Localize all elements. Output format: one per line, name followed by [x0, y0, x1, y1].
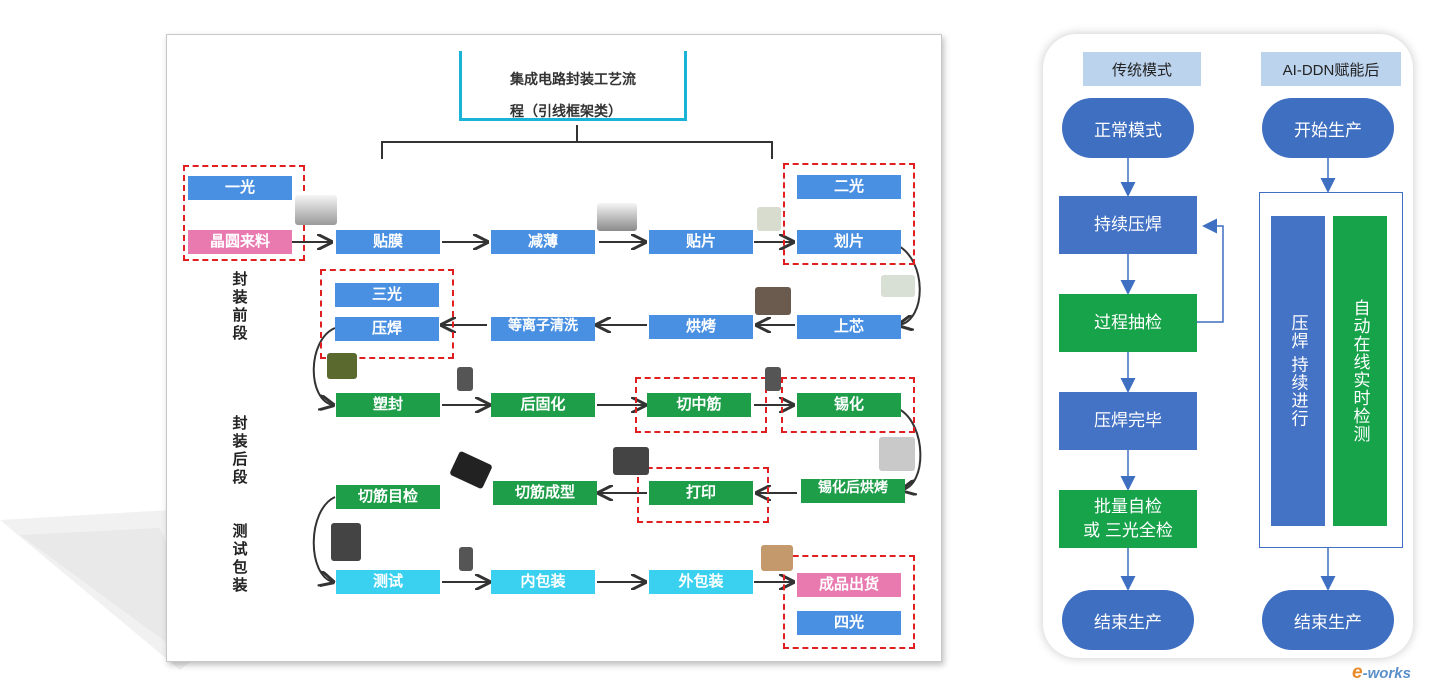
process-flow-panel: 集成电路封装工艺流 程（引线框架类）	[166, 34, 942, 662]
step-sampling-inspection: 过程抽检	[1059, 294, 1197, 352]
end-production-left: 结束生产	[1062, 590, 1194, 650]
box-thumbnail	[761, 545, 793, 571]
die-thumbnail	[881, 275, 915, 297]
step-continuous-bonding: 持续压焊	[1059, 196, 1197, 254]
step-xihua: 锡化	[797, 393, 901, 417]
step-jingyuan: 晶圆来料	[188, 230, 292, 254]
step-tiepian: 贴片	[649, 230, 753, 254]
step-sanguang: 三光	[335, 283, 439, 307]
flow-title-line1: 集成电路封装工艺流	[510, 71, 636, 87]
inspect-group-4	[783, 555, 915, 649]
stage-label-test: 测试包装	[232, 523, 248, 594]
tray-thumbnail	[331, 523, 361, 561]
step-xihuahou: 锡化后烘烤	[801, 479, 905, 503]
step-huapian: 划片	[797, 230, 901, 254]
concurrent-process-frame	[1259, 192, 1403, 548]
flow-title-line2: 程（引线框架类）	[510, 103, 622, 119]
step-qiezhongjin: 切中筋	[647, 393, 751, 417]
batch-inspection-line1: 批量自检	[1094, 497, 1162, 516]
step-hongkao: 烘烤	[649, 315, 753, 339]
leadframe-thumbnail	[879, 437, 915, 471]
chip-thumbnail	[765, 367, 781, 391]
inspect-group-tin	[781, 377, 915, 433]
equipment-thumbnail	[295, 195, 337, 225]
step-erguang: 二光	[797, 175, 901, 199]
step-hougu: 后固化	[491, 393, 595, 417]
step-hanya: 压焊	[335, 317, 439, 341]
step-siguang: 四光	[797, 611, 901, 635]
step-chengpin: 成品出货	[797, 573, 901, 597]
step-dengli: 等离子清洗	[491, 317, 595, 341]
chip-thumbnail	[327, 353, 357, 379]
step-jianbao: 减薄	[491, 230, 595, 254]
step-tiemo: 贴膜	[336, 230, 440, 254]
eworks-logo: e-works	[1352, 662, 1411, 683]
flow-title-box: 集成电路封装工艺流 程（引线框架类）	[459, 51, 687, 121]
step-neibaozhuang: 内包装	[491, 570, 595, 594]
step-ceshi: 测试	[336, 570, 440, 594]
step-batch-inspection: 批量自检 或 三光全检	[1059, 490, 1197, 548]
chip-thumbnail	[459, 547, 473, 571]
header-ai-ddn: AI-DDN赋能后	[1261, 52, 1401, 86]
stage-label-front: 封装前段	[232, 271, 248, 342]
inspect-group-2	[783, 163, 915, 265]
equipment-thumbnail	[597, 203, 637, 231]
bar-continuous-bonding: 压焊 持续进行	[1271, 216, 1325, 526]
chip-thumbnail	[457, 367, 473, 391]
stage-label-back: 封装后段	[232, 415, 248, 486]
comparison-connectors	[1120, 158, 1336, 591]
flow-connectors	[279, 125, 922, 661]
bar-realtime-inspection: 自动在线实时检测	[1333, 216, 1387, 526]
step-qiejinchengxing: 切筋成型	[493, 481, 597, 505]
start-normal-mode: 正常模式	[1062, 98, 1194, 158]
end-production-right: 结束生产	[1262, 590, 1394, 650]
inspect-group-cut	[635, 377, 767, 433]
chip-thumbnail	[613, 447, 649, 475]
step-bonding-done: 压焊完毕	[1059, 392, 1197, 450]
inspect-group-3	[320, 269, 454, 359]
step-qiejinmujian: 切筋目检	[336, 485, 440, 509]
step-sufeng: 塑封	[336, 393, 440, 417]
inspect-group-print	[637, 467, 769, 523]
oven-thumbnail	[755, 287, 791, 315]
wafer-thumbnail	[757, 207, 781, 231]
step-dayin: 打印	[649, 481, 753, 505]
comparison-panel: 传统模式 AI-DDN赋能后 正常模式 持续压焊 过程抽检 压焊完毕 批量自检 …	[1043, 34, 1413, 658]
header-traditional: 传统模式	[1083, 52, 1201, 86]
step-yiguang: 一光	[188, 176, 292, 200]
step-shangxin: 上芯	[797, 315, 901, 339]
step-waibaozhuang: 外包装	[649, 570, 753, 594]
batch-inspection-line2: 或 三光全检	[1083, 521, 1173, 540]
start-production: 开始生产	[1262, 98, 1394, 158]
